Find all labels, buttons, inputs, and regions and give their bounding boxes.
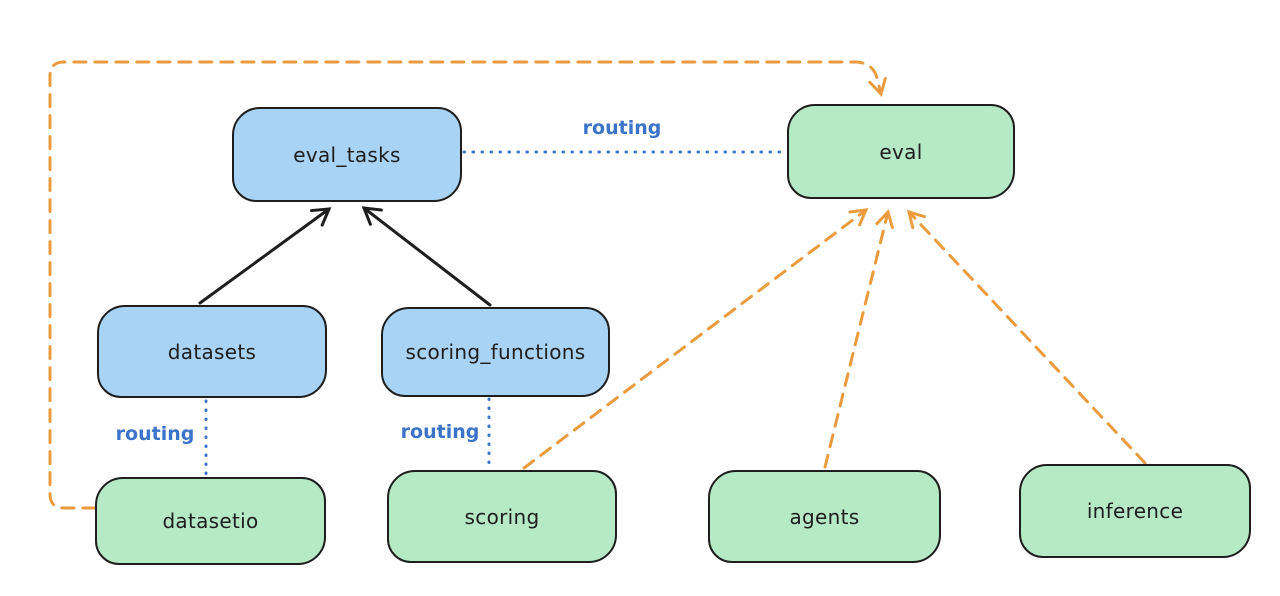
node-datasetio: datasetio <box>95 477 326 565</box>
node-eval-tasks-label: eval_tasks <box>293 142 401 167</box>
node-eval-tasks: eval_tasks <box>232 107 462 202</box>
node-inference-label: inference <box>1086 499 1184 523</box>
node-datasets: datasets <box>97 305 327 398</box>
node-inference: inference <box>1019 464 1251 558</box>
edge-scoring_functions-to-eval_tasks <box>361 206 492 307</box>
edge-agents-to-eval <box>823 209 894 469</box>
node-agents: agents <box>708 470 941 563</box>
node-datasets-label: datasets <box>167 339 257 364</box>
edge-label-routing-datasets-datasetio: routing <box>115 423 195 445</box>
node-scoring-functions: scoring_functions <box>381 307 610 397</box>
edge-scoring-to-eval <box>522 208 869 470</box>
node-scoring-functions-label: scoring_functions <box>405 340 586 364</box>
node-eval: eval <box>787 104 1015 199</box>
edge-label-routing-scoring_functions-scoring: routing <box>400 421 480 443</box>
node-scoring: scoring <box>387 470 617 563</box>
edge-inference-to-eval <box>906 209 1147 465</box>
edge-datasetio-to-eval <box>48 60 887 510</box>
node-scoring-label: scoring <box>464 504 540 529</box>
node-datasetio-label: datasetio <box>162 509 259 533</box>
node-eval-label: eval <box>879 139 923 164</box>
node-agents-label: agents <box>789 504 860 529</box>
edge-datasets-to-eval_tasks <box>198 207 332 305</box>
edge-label-routing-eval_tasks-eval: routing <box>582 117 662 139</box>
